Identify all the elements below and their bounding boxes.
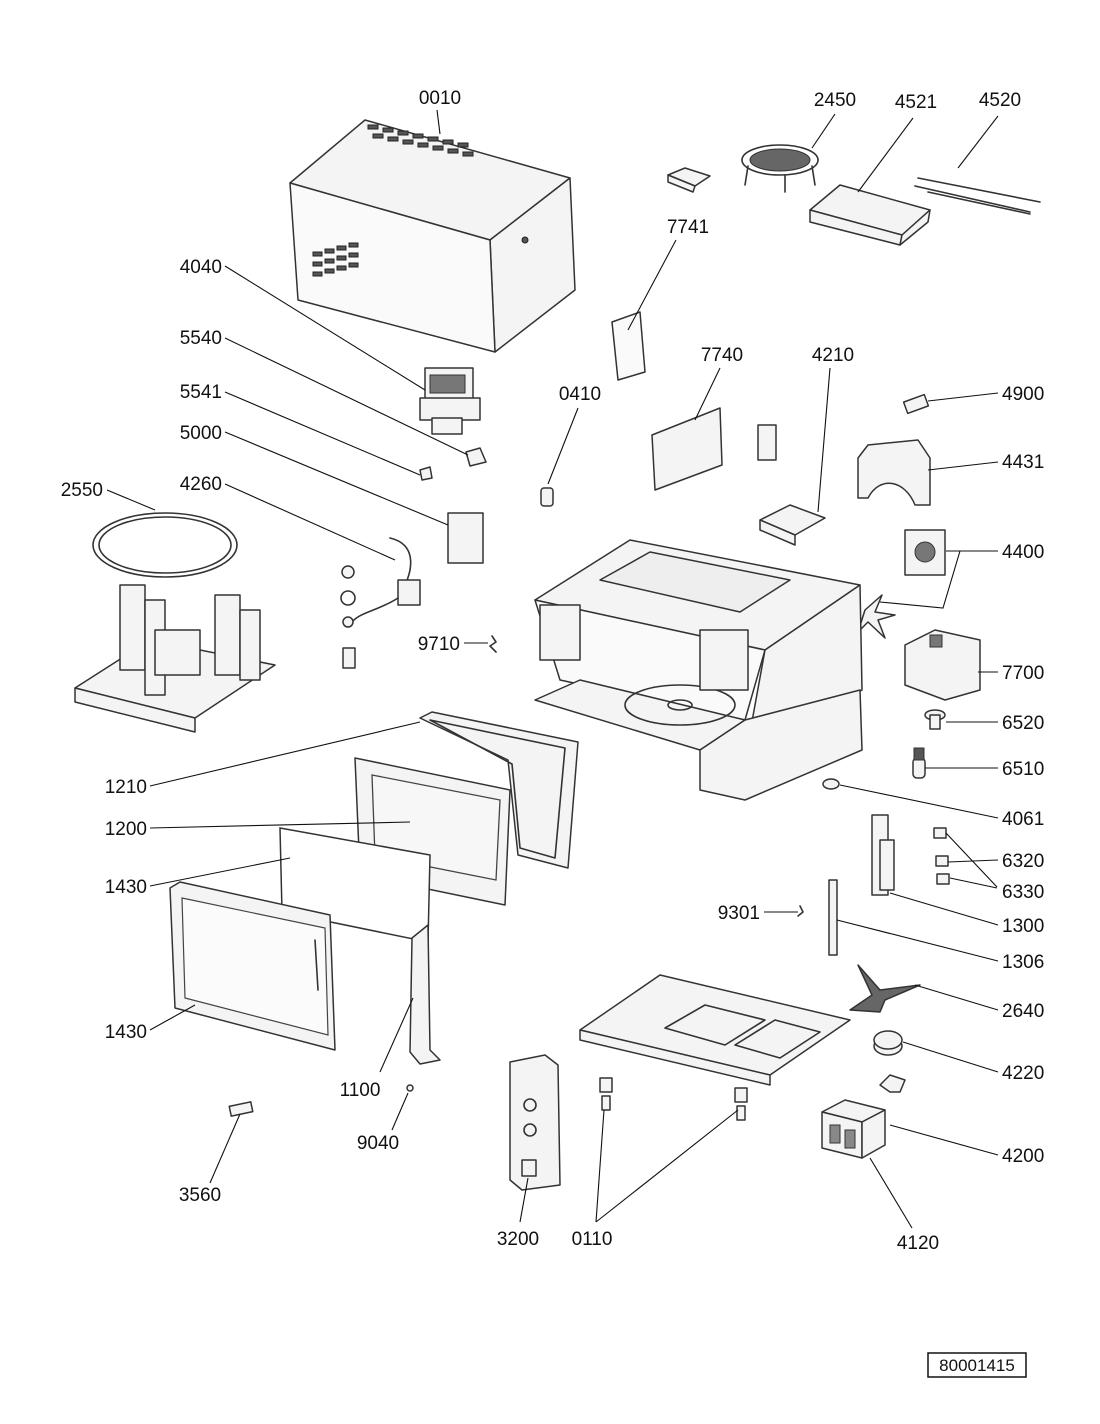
label-4400: 4400 bbox=[1002, 542, 1044, 563]
label-4220: 4220 bbox=[1002, 1063, 1044, 1084]
door-inner-frame-part bbox=[419, 711, 579, 869]
interlock-bracket-part bbox=[871, 814, 895, 896]
fan-shroud-part bbox=[857, 439, 931, 506]
label-7700: 7700 bbox=[1002, 663, 1044, 684]
coupler-part bbox=[849, 964, 921, 1013]
spring-clip-part bbox=[489, 635, 497, 653]
oven-cavity-part bbox=[534, 539, 863, 801]
mica-cover-part bbox=[611, 311, 646, 381]
roller-ring-part bbox=[92, 512, 238, 578]
label-1306: 1306 bbox=[1002, 952, 1044, 973]
grommet-part bbox=[822, 778, 840, 790]
label-4521: 4521 bbox=[895, 92, 937, 113]
outer-cabinet-part bbox=[289, 119, 576, 353]
small-bracket-part bbox=[667, 167, 711, 193]
control-module-part bbox=[904, 629, 981, 701]
label-1430-panel: 1430 bbox=[105, 1022, 147, 1043]
door-outer-panel-part bbox=[169, 881, 336, 1051]
label-6510: 6510 bbox=[1002, 759, 1044, 780]
label-9040: 9040 bbox=[357, 1133, 399, 1154]
label-9301: 9301 bbox=[718, 903, 760, 924]
label-4260: 4260 bbox=[180, 474, 222, 495]
transformer-part bbox=[821, 1074, 906, 1159]
label-2450: 2450 bbox=[814, 90, 856, 111]
label-9710: 9710 bbox=[418, 634, 460, 655]
bulb-holder-part bbox=[924, 709, 946, 730]
label-7741: 7741 bbox=[667, 217, 709, 238]
magnetron-part bbox=[419, 367, 481, 435]
switch-clip-part bbox=[797, 905, 804, 917]
label-0410: 0410 bbox=[559, 384, 601, 405]
heater-rods-part bbox=[914, 177, 1041, 215]
light-socket-part bbox=[759, 504, 826, 546]
label-1430-window: 1430 bbox=[105, 877, 147, 898]
turntable-motor-part bbox=[873, 1030, 903, 1056]
label-4120: 4120 bbox=[897, 1233, 939, 1254]
door-handle-part bbox=[409, 924, 441, 1065]
light-block-part bbox=[757, 424, 777, 461]
label-4900: 4900 bbox=[1002, 384, 1044, 405]
label-4520: 4520 bbox=[979, 90, 1021, 111]
thermal-clip-part bbox=[419, 447, 487, 481]
label-2640: 2640 bbox=[1002, 1001, 1044, 1022]
turntable-support-part bbox=[74, 584, 276, 733]
grill-rack-part bbox=[741, 144, 819, 193]
document-number-box: 80001415 bbox=[927, 1352, 1027, 1378]
label-1210: 1210 bbox=[105, 777, 147, 798]
power-cord-part bbox=[340, 537, 421, 669]
label-4061: 4061 bbox=[1002, 809, 1044, 830]
fan-blade-part bbox=[857, 594, 896, 639]
fan-motor-part bbox=[904, 529, 946, 576]
door-pin-part bbox=[540, 487, 554, 507]
label-0110: 0110 bbox=[572, 1229, 613, 1250]
label-6330: 6330 bbox=[1002, 882, 1044, 903]
label-5000: 5000 bbox=[180, 423, 222, 444]
leader-lines bbox=[106, 109, 999, 1229]
label-1100: 1100 bbox=[340, 1080, 381, 1101]
label-3200: 3200 bbox=[497, 1229, 539, 1250]
bracket-part bbox=[228, 1101, 254, 1117]
label-5540: 5540 bbox=[180, 328, 222, 349]
latch-lever-part bbox=[828, 879, 838, 956]
label-3560: 3560 bbox=[179, 1185, 221, 1206]
label-1300: 1300 bbox=[1002, 916, 1044, 937]
label-0010: 0010 bbox=[419, 88, 461, 109]
heater-cover-part bbox=[809, 184, 931, 246]
label-1200: 1200 bbox=[105, 819, 147, 840]
label-7740: 7740 bbox=[701, 345, 743, 366]
control-panel-part bbox=[509, 1054, 561, 1191]
lamp-part bbox=[912, 747, 926, 779]
label-4210: 4210 bbox=[812, 345, 854, 366]
base-plate-part bbox=[579, 974, 851, 1086]
label-4040: 4040 bbox=[180, 257, 222, 278]
label-4200: 4200 bbox=[1002, 1146, 1044, 1167]
label-6320: 6320 bbox=[1002, 851, 1044, 872]
filter-board-part bbox=[447, 512, 484, 564]
screw-part bbox=[406, 1084, 414, 1092]
label-6520: 6520 bbox=[1002, 713, 1044, 734]
thermostat-part bbox=[902, 393, 930, 415]
label-2550: 2550 bbox=[61, 480, 103, 501]
label-4431: 4431 bbox=[1002, 452, 1044, 473]
label-5541: 5541 bbox=[180, 382, 222, 403]
waveguide-cover-part bbox=[651, 407, 723, 491]
switch-part bbox=[933, 827, 950, 885]
foot-part bbox=[599, 1077, 748, 1121]
document-number: 80001415 bbox=[939, 1356, 1015, 1375]
